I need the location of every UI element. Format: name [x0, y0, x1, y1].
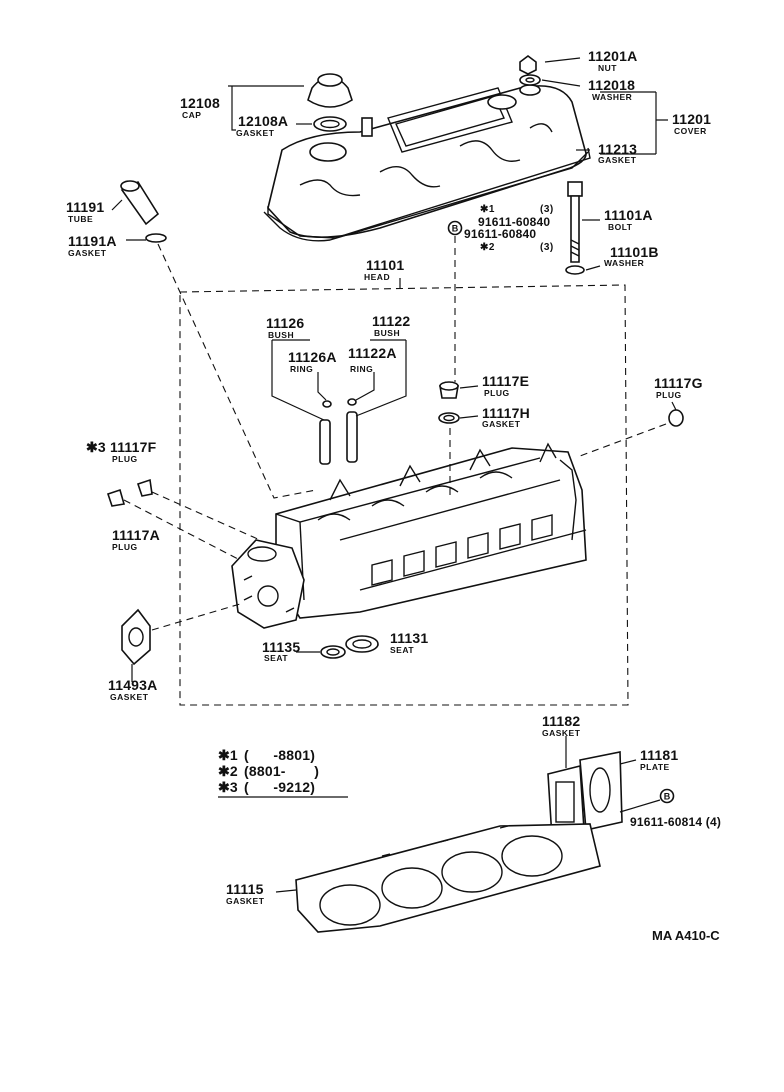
- name-11101A: BOLT: [608, 222, 633, 232]
- name-112018: WASHER: [592, 92, 632, 102]
- name-11126: BUSH: [268, 330, 294, 340]
- label-11101A: 11101A: [604, 207, 653, 223]
- ventilation-tube-drawing: [120, 180, 167, 243]
- label-11101B: 11101B: [610, 244, 659, 260]
- label-12108: 12108: [180, 95, 220, 111]
- valve-guide-bushes-drawing: [319, 398, 358, 465]
- bolt-callout-qty-1: (3): [540, 204, 554, 215]
- label-11101: 11101: [366, 257, 404, 273]
- label-11131: 11131: [390, 630, 428, 646]
- name-11101: HEAD: [364, 272, 390, 282]
- part-labels: 11201A NUT 112018 WASHER 11201 COVER 121…: [66, 48, 711, 906]
- head-group-boundary: [179, 284, 629, 706]
- label-11201: 11201: [672, 111, 711, 127]
- label-11122A: 11122A: [348, 345, 397, 361]
- label-11117A: 11117A: [112, 527, 160, 543]
- name-11101B: WASHER: [604, 258, 644, 268]
- legend-mark-2: ✱2: [218, 763, 238, 779]
- legend-mark-3: ✱3: [218, 779, 238, 795]
- label-11191: 11191: [66, 199, 104, 215]
- label-11115: 11115: [226, 881, 264, 897]
- plate-bolt-number: 91611-60814 (4): [630, 815, 721, 829]
- head-gasket-drawing: [295, 823, 601, 933]
- name-12108: CAP: [182, 110, 201, 120]
- label-11135: 11135: [262, 639, 300, 655]
- name-12108A: GASKET: [236, 128, 275, 138]
- label-11117E: 11117E: [482, 373, 529, 389]
- bolt-callout-number-2: 91611-60840: [464, 227, 536, 241]
- diagram-code: MA A410-C: [652, 928, 720, 943]
- label-11201A: 11201A: [588, 48, 637, 64]
- bolt-callout-number-1: 91611-60840: [478, 215, 550, 229]
- bolt-callout-mark-2: ✱2: [480, 242, 495, 253]
- name-11213: GASKET: [598, 155, 637, 165]
- label-11117H: 11117H: [482, 405, 530, 421]
- assembly-dashed-lines: [123, 236, 667, 631]
- bolt-callout-mark-1: ✱1: [480, 204, 495, 215]
- name-11191: TUBE: [68, 214, 93, 224]
- name-11117H: GASKET: [482, 419, 521, 429]
- name-11117E: PLUG: [484, 388, 510, 398]
- label-11181: 11181: [640, 747, 678, 763]
- name-11493A: GASKET: [110, 692, 149, 702]
- name-11115: GASKET: [226, 896, 265, 906]
- label-12108A: 12108A: [238, 113, 288, 129]
- label-11182: 11182: [542, 713, 580, 729]
- label-11117G: 11117G: [654, 375, 703, 391]
- name-11191A: GASKET: [68, 248, 107, 258]
- name-11122: BUSH: [374, 328, 400, 338]
- name-11117G: PLUG: [656, 390, 682, 400]
- label-11213: 11213: [598, 141, 637, 157]
- label-11122: 11122: [372, 313, 410, 329]
- legend-mark-1: ✱1: [218, 747, 238, 763]
- name-11126A: RING: [290, 364, 313, 374]
- name-11182: GASKET: [542, 728, 581, 738]
- name-11122A: RING: [350, 364, 373, 374]
- plug-11117E-drawing: [438, 381, 460, 424]
- label-11126A: 11126A: [288, 349, 337, 365]
- label-112018: 112018: [588, 77, 635, 93]
- name-11135: SEAT: [264, 653, 288, 663]
- name-11131: SEAT: [390, 645, 414, 655]
- bolt-mark-icon: B: [447, 220, 463, 236]
- legend-range-2: (8801- ): [244, 763, 319, 779]
- label-11117F: ✱3 11117F: [86, 439, 157, 455]
- legend-range-3: ( -9212): [244, 779, 315, 795]
- plate-and-gasket-drawing: [547, 751, 623, 840]
- side-plugs-drawing: [106, 409, 684, 507]
- label-11126: 11126: [266, 315, 304, 331]
- bolt-callout: ✱1 (3) 91611-60840 91611-60840 ✱2 (3): [464, 204, 554, 253]
- applicability-legend: ✱1 ( -8801) ✱2 (8801- ) ✱3 ( -9212): [218, 747, 348, 798]
- svg-text:B: B: [664, 792, 671, 802]
- bolt-callout-qty-2: (3): [540, 242, 554, 253]
- name-11201A: NUT: [598, 63, 617, 73]
- name-11201: COVER: [674, 126, 707, 136]
- name-11181: PLATE: [640, 762, 670, 772]
- head-bolt-drawing: [565, 181, 585, 275]
- plate-bolt-mark-icon: B: [659, 788, 675, 804]
- label-11191A: 11191A: [68, 233, 117, 249]
- name-11117A: PLUG: [112, 542, 138, 552]
- label-11493A: 11493A: [108, 677, 157, 693]
- outlet-gasket-drawing: [121, 608, 151, 666]
- leader-lines: [111, 57, 677, 893]
- valve-seats-drawing: [320, 635, 379, 659]
- legend-range-1: ( -8801): [244, 747, 315, 763]
- svg-text:B: B: [452, 224, 459, 234]
- name-11117F: PLUG: [112, 454, 138, 464]
- cylinder-head-cover-drawing: [263, 84, 591, 242]
- cylinder-head-drawing: [231, 442, 587, 629]
- oil-filler-cap-drawing: [307, 73, 353, 132]
- nut-washer-drawing: [519, 55, 541, 86]
